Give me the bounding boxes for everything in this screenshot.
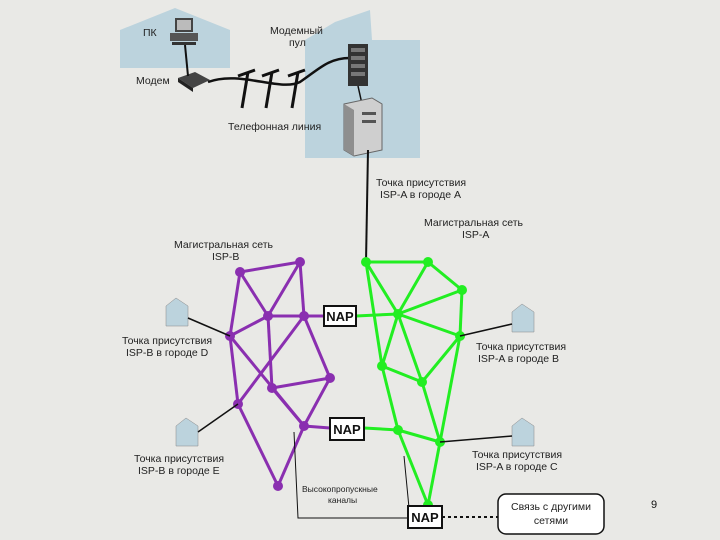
other-networks-box xyxy=(497,493,605,535)
isp-b-backbone xyxy=(228,260,332,487)
pop-links xyxy=(187,317,513,443)
backbone-a-label-2: ISP-A xyxy=(462,229,489,241)
pop-b-city-d-label-2: ISP-B в городе D xyxy=(126,347,209,359)
backbone-b-label-2: ISP-B xyxy=(212,251,239,263)
modem-pool-label-2: пул xyxy=(289,37,306,49)
nap2-link-a xyxy=(363,426,399,432)
phone-line-label: Телефонная линия xyxy=(228,121,321,133)
pop-a-city-a-label-2: ISP-A в городе A xyxy=(380,189,461,201)
high-bandwidth-label-1: Высокопропускные xyxy=(302,484,378,494)
pop-b-city-d-label-1: Точка присутствия xyxy=(122,335,212,347)
nap-box-1: NAP xyxy=(323,305,357,327)
pc-modem-cable xyxy=(184,44,189,77)
nap-box-3: NAP xyxy=(407,505,443,529)
server-icon xyxy=(343,97,383,157)
modem-icon xyxy=(178,72,210,92)
modem-pool-icon xyxy=(348,44,368,86)
pop-b-city-e-label-2: ISP-B в городе E xyxy=(138,465,220,477)
other-networks-label-1: Связь с другими xyxy=(511,501,591,513)
pop-a-city-c-label-1: Точка присутствия xyxy=(472,449,562,461)
page-number: 9 xyxy=(651,499,657,511)
backbone-a-label-1: Магистральная сеть xyxy=(424,217,524,229)
nap2-link-b xyxy=(303,424,331,430)
pop-b-city-e-label-1: Точка присутствия xyxy=(134,453,224,465)
nap-label-1: NAP xyxy=(326,309,354,324)
pop-a-city-a-label-1: Точка присутствия xyxy=(376,177,466,189)
modem-label: Модем xyxy=(136,75,170,87)
pop-a-city-b-label-2: ISP-A в городе B xyxy=(478,353,559,365)
nap-label-2: NAP xyxy=(333,422,361,437)
nap1-link-a xyxy=(355,312,399,318)
pop-a-city-b-label-1: Точка присутствия xyxy=(476,341,566,353)
high-bandwidth-label-2: каналы xyxy=(328,495,357,505)
server-backbone-link xyxy=(365,149,369,263)
high-bandwidth-channels xyxy=(293,431,411,519)
telephone-pole-icon xyxy=(237,68,306,109)
pop-a-city-c-label-2: ISP-A в городе C xyxy=(476,461,558,473)
modem-pool-label-1: Модемный xyxy=(270,25,323,37)
nap-label-3: NAP xyxy=(411,510,439,525)
pop-building-icon xyxy=(165,297,535,447)
pc-label: ПК xyxy=(143,27,158,39)
backbone-b-label-1: Магистральная сеть xyxy=(174,239,274,251)
isp-a-backbone xyxy=(364,260,464,506)
other-networks-label-2: сетями xyxy=(534,515,568,527)
nap-box-2: NAP xyxy=(329,417,365,441)
isp-b-nodes xyxy=(225,257,335,491)
pc-icon xyxy=(170,18,198,45)
